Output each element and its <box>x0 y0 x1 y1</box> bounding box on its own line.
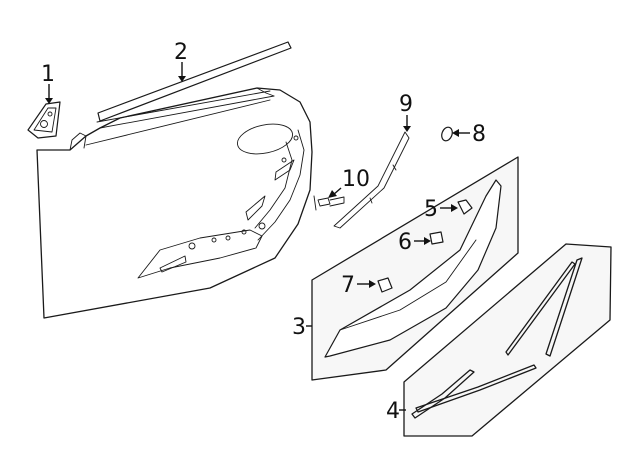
callout-9: 9 <box>399 92 413 117</box>
part-1-mirror-base <box>27 101 61 139</box>
callout-1: 1 <box>41 62 55 87</box>
callout-5: 5 <box>424 197 438 222</box>
callout-leaders <box>45 62 470 411</box>
callout-2: 2 <box>174 40 188 65</box>
part-2-belt-molding <box>97 41 292 122</box>
part-9-run-channel <box>333 131 410 229</box>
callout-labels: 1 2 3 4 5 6 7 8 9 10 <box>41 40 486 424</box>
callout-7: 7 <box>341 273 355 298</box>
callout-3: 3 <box>292 315 306 340</box>
callout-10: 10 <box>342 167 370 192</box>
part-10-pin <box>313 195 345 211</box>
callout-4: 4 <box>386 399 400 424</box>
callout-6: 6 <box>398 230 412 255</box>
callout-8: 8 <box>472 122 486 147</box>
part-4-weatherstrip-panel <box>403 243 612 437</box>
door-shell <box>36 87 313 319</box>
part-3-trim-panel <box>311 156 519 381</box>
part-8-clip <box>441 126 453 142</box>
